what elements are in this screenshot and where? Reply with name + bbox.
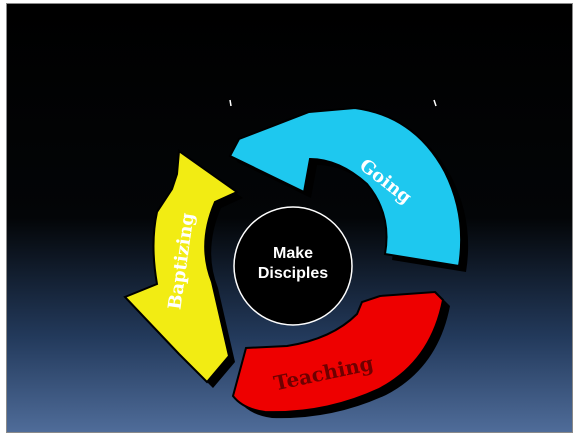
decor-tick-left — [229, 99, 232, 107]
cycle-diagram: Going Teaching Baptizing Make Disciples — [123, 99, 469, 419]
decor-tick-right — [433, 99, 437, 107]
going-arrow: Going — [228, 106, 469, 272]
center-node: Make Disciples — [233, 206, 353, 326]
slide: Going Teaching Baptizing Make Disciples — [6, 3, 573, 433]
baptizing-arrow: Baptizing — [123, 149, 243, 388]
center-circle — [233, 206, 353, 326]
center-title-line2: Disciples — [258, 265, 328, 282]
teaching-arrow: Teaching — [231, 290, 450, 419]
center-title-line1: Make — [273, 245, 313, 262]
